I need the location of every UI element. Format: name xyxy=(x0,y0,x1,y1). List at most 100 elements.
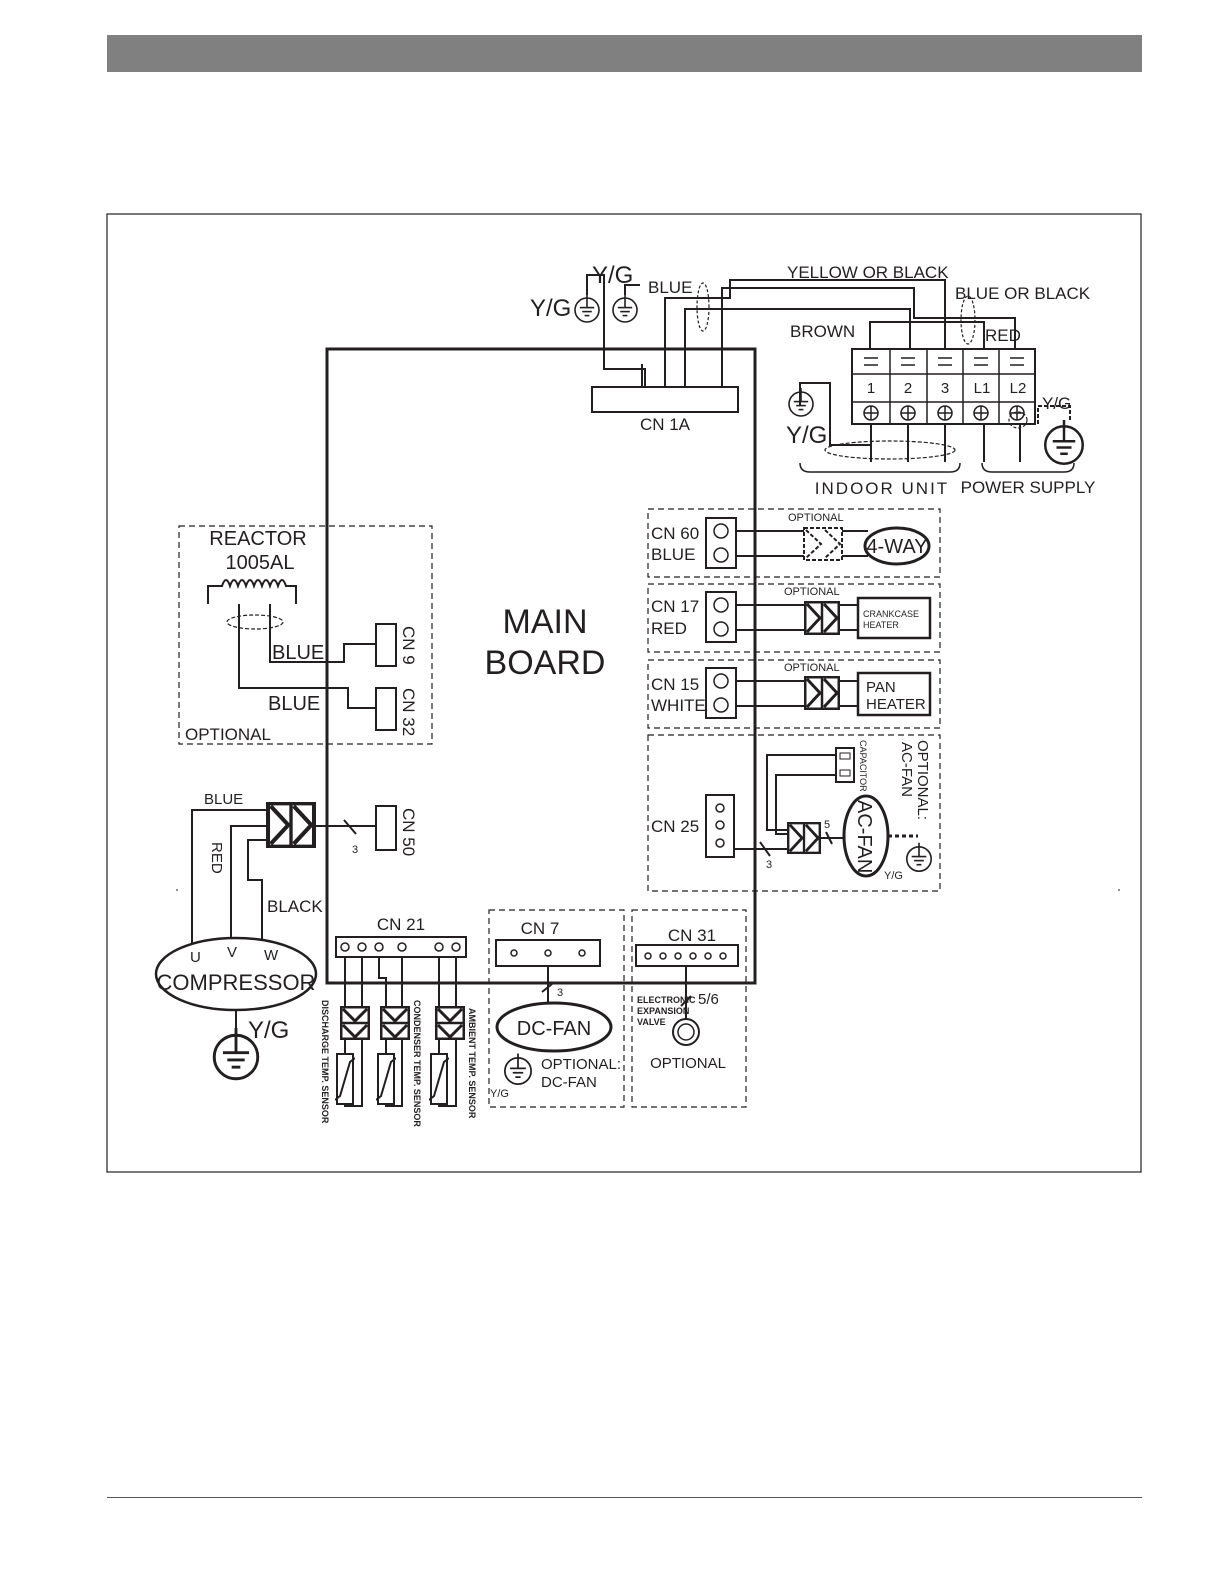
top-ground-right xyxy=(612,284,640,323)
ambient-sensor-plug-icon xyxy=(435,1006,465,1040)
dc-fan xyxy=(495,1001,613,1053)
cn31-optional-box xyxy=(631,909,747,1108)
main-board-label-1: MAIN xyxy=(503,603,588,641)
cn60-optional-label: OPTIONAL xyxy=(788,512,844,524)
eev-valve xyxy=(672,1018,700,1046)
eev-label-3: VALVE xyxy=(637,1017,666,1027)
eev-label-2: EXPANSION xyxy=(637,1006,689,1016)
reactor-blue-label-1: BLUE xyxy=(272,642,324,664)
cn17-plug-icon xyxy=(804,601,840,635)
cn32-label: CN 32 xyxy=(399,688,418,736)
compressor-plug-icon xyxy=(268,803,314,846)
cn60-optional-box xyxy=(647,508,941,578)
cn15-connector xyxy=(705,667,737,719)
reactor-blue-label-2: BLUE xyxy=(268,693,320,715)
header-band xyxy=(107,35,1142,72)
eev-optional-label: OPTIONAL xyxy=(650,1055,726,1072)
blue-or-black-label: BLUE OR BLACK xyxy=(955,284,1091,303)
cn15-plug-icon xyxy=(804,676,840,710)
optional-ac-fan-label-2: AC-FAN xyxy=(898,742,915,797)
terminal-1-label: 1 xyxy=(867,380,875,397)
crankcase-label-1: CRANKCASE xyxy=(863,609,919,619)
cn17-optional-label: OPTIONAL xyxy=(784,586,840,598)
reactor-optional-box xyxy=(178,525,433,745)
cn50-label: CN 50 xyxy=(399,808,418,856)
compressor-u-label: U xyxy=(190,949,201,966)
compressor-w-label: W xyxy=(264,947,279,964)
cn31-label: CN 31 xyxy=(668,926,716,945)
cn1a-label: CN 1A xyxy=(640,415,691,434)
discharge-sensor-plug-icon xyxy=(340,1006,370,1040)
crankcase-heater xyxy=(856,596,932,640)
crankcase-label-2: HEATER xyxy=(863,620,899,630)
cn21-connector xyxy=(335,936,467,958)
top-wires xyxy=(641,279,1016,387)
cn25-optional-box xyxy=(647,734,941,892)
terminal-down-wires xyxy=(799,382,1071,462)
compressor-black-label: BLACK xyxy=(267,897,323,916)
discharge-thermistor-icon xyxy=(335,1053,355,1105)
ac-fan-ground-icon xyxy=(906,841,932,873)
indoor-unit-label: INDOOR UNIT xyxy=(815,479,949,498)
cn7-label: CN 7 xyxy=(521,919,560,938)
yg-label-terminal-left: Y/G xyxy=(786,422,827,449)
cn7-wire-count: 3 xyxy=(557,987,563,999)
cn60-color-label: BLUE xyxy=(651,545,695,564)
eev-label-1: ELECTRONIC xyxy=(637,995,696,1005)
power-supply-label: POWER SUPPLY xyxy=(961,478,1096,497)
reactor-label: REACTOR xyxy=(209,528,306,550)
cn17-label: CN 17 xyxy=(651,597,699,616)
optional-ac-fan-label-1: OPTIONAL: xyxy=(914,740,931,820)
cn32-connector xyxy=(375,687,397,731)
cn31-pins xyxy=(644,952,727,960)
cn21-label: CN 21 xyxy=(377,915,425,934)
yg-label-terminal-right: Y/G xyxy=(1042,394,1071,413)
cn60-wires xyxy=(736,530,868,557)
cn15-color-label: WHITE xyxy=(651,696,706,715)
brown-label: BROWN xyxy=(790,322,855,341)
compressor-label: COMPRESSOR xyxy=(157,970,316,995)
cn25-wire-count-5: 5 xyxy=(824,819,830,831)
condenser-sensor-plug-icon xyxy=(380,1006,410,1040)
terminal-ground-icon xyxy=(788,388,814,417)
cn17-wires xyxy=(736,604,858,631)
terminal-3-label: 3 xyxy=(941,380,949,397)
footer-rule xyxy=(107,1497,1142,1498)
capacitor xyxy=(835,747,855,783)
condenser-thermistor-icon xyxy=(376,1053,396,1105)
cn1a-connector xyxy=(591,386,739,413)
ambient-thermistor-icon xyxy=(429,1053,449,1105)
optional-dc-fan-label-2: DC-FAN xyxy=(541,1074,597,1091)
cn15-label: CN 15 xyxy=(651,675,699,694)
yg-label-top: Y/G xyxy=(592,262,633,289)
compressor-yg-label: Y/G xyxy=(248,1017,289,1044)
cn21-pins xyxy=(340,942,461,952)
cn17-color-label: RED xyxy=(651,619,687,638)
yellow-or-black-label: YELLOW OR BLACK xyxy=(787,263,949,282)
blue-label-top: BLUE xyxy=(648,278,692,297)
power-supply-brace xyxy=(981,462,1075,473)
top-ground-left xyxy=(574,274,646,387)
indoor-unit-brace xyxy=(799,462,961,473)
pan-heater xyxy=(856,671,932,717)
top-ferrite-right xyxy=(960,295,976,345)
ac-fan-yg-label: Y/G xyxy=(884,870,903,882)
reactor-optional-label: OPTIONAL xyxy=(185,725,271,744)
diagram-frame xyxy=(106,213,1142,1173)
reactor-wires xyxy=(238,604,376,709)
dc-fan-label: DC-FAN xyxy=(517,1018,591,1040)
main-board-outline xyxy=(325,347,757,985)
compressor-red-label: RED xyxy=(208,842,225,874)
four-way-label: 4-WAY xyxy=(866,536,927,558)
compressor-blue-label: BLUE xyxy=(204,791,243,808)
cn60-plug-icon xyxy=(803,527,843,561)
dc-fan-yg-label: Y/G xyxy=(490,1088,509,1100)
cn7-connector xyxy=(495,939,601,967)
cn50-connector xyxy=(375,805,397,851)
terminal-l1-label: L1 xyxy=(974,380,991,397)
cn60-label: CN 60 xyxy=(651,524,699,543)
terminal-2-label: 2 xyxy=(904,380,912,397)
cn25-label: CN 25 xyxy=(651,817,699,836)
reactor-coil xyxy=(207,579,297,604)
